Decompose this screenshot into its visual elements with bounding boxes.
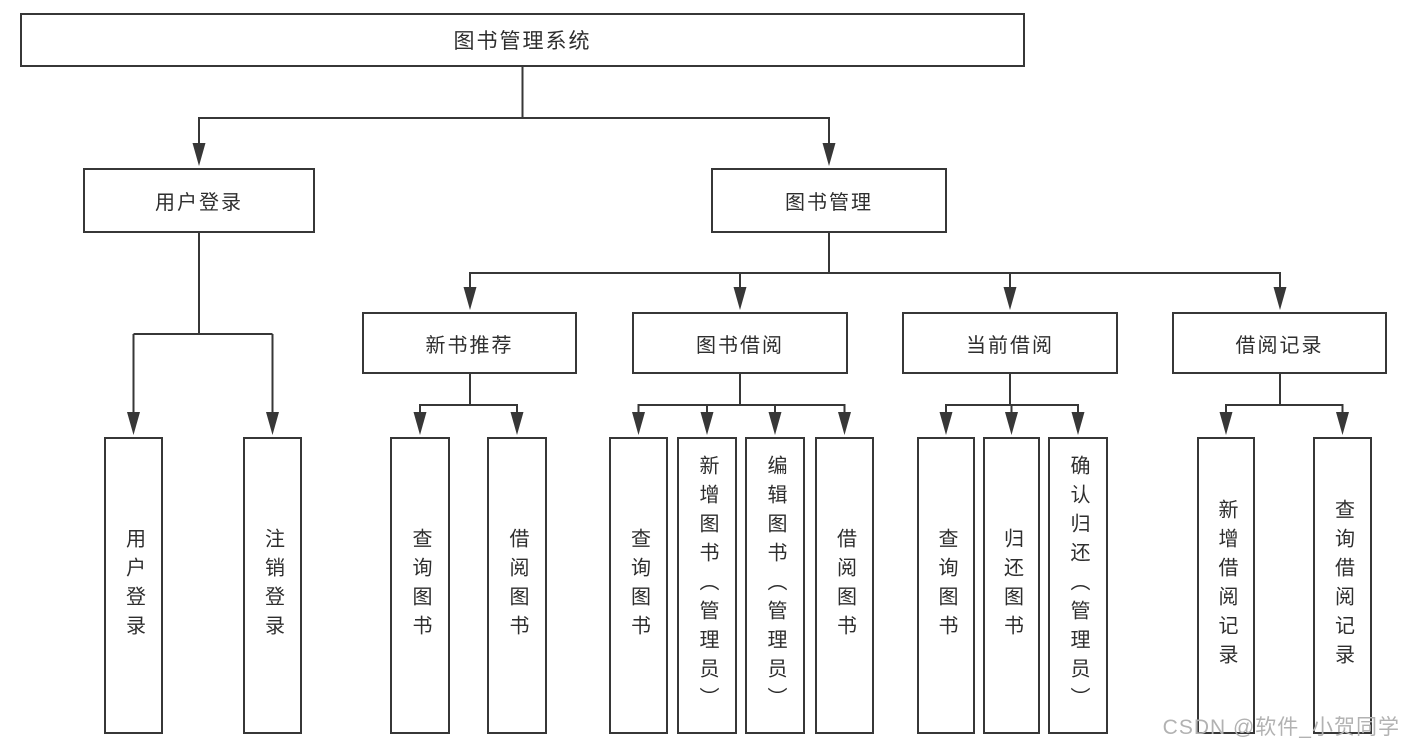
leaf-return-books: 归还图书 (983, 437, 1040, 734)
leaf-add-borrow-record: 新增借阅记录 (1197, 437, 1255, 734)
node-book-management: 图书管理 (711, 168, 947, 233)
leaf-user-login: 用户登录 (104, 437, 163, 734)
node-current-borrowing: 当前借阅 (902, 312, 1118, 374)
leaf-add-books-admin: 新增图书（管理员） (677, 437, 737, 734)
leaf-logout: 注销登录 (243, 437, 302, 734)
leaf-edit-books-admin: 编辑图书（管理员） (745, 437, 805, 734)
leaf-query-books-recommend: 查询图书 (390, 437, 450, 734)
leaf-query-books-current: 查询图书 (917, 437, 975, 734)
node-library-system: 图书管理系统 (20, 13, 1025, 67)
leaf-borrow-books: 借阅图书 (815, 437, 874, 734)
node-user-login: 用户登录 (83, 168, 315, 233)
leaf-confirm-return-admin: 确认归还（管理员） (1048, 437, 1108, 734)
node-book-borrowing: 图书借阅 (632, 312, 848, 374)
node-new-book-recommend: 新书推荐 (362, 312, 577, 374)
node-borrowing-records: 借阅记录 (1172, 312, 1387, 374)
csdn-watermark: CSDN @软件_小贺同学 (1162, 716, 1400, 739)
leaf-query-borrow-record: 查询借阅记录 (1313, 437, 1372, 734)
leaf-borrow-books-recommend: 借阅图书 (487, 437, 547, 734)
arrowheads (127, 143, 1349, 435)
leaf-query-books-borrowing: 查询图书 (609, 437, 668, 734)
